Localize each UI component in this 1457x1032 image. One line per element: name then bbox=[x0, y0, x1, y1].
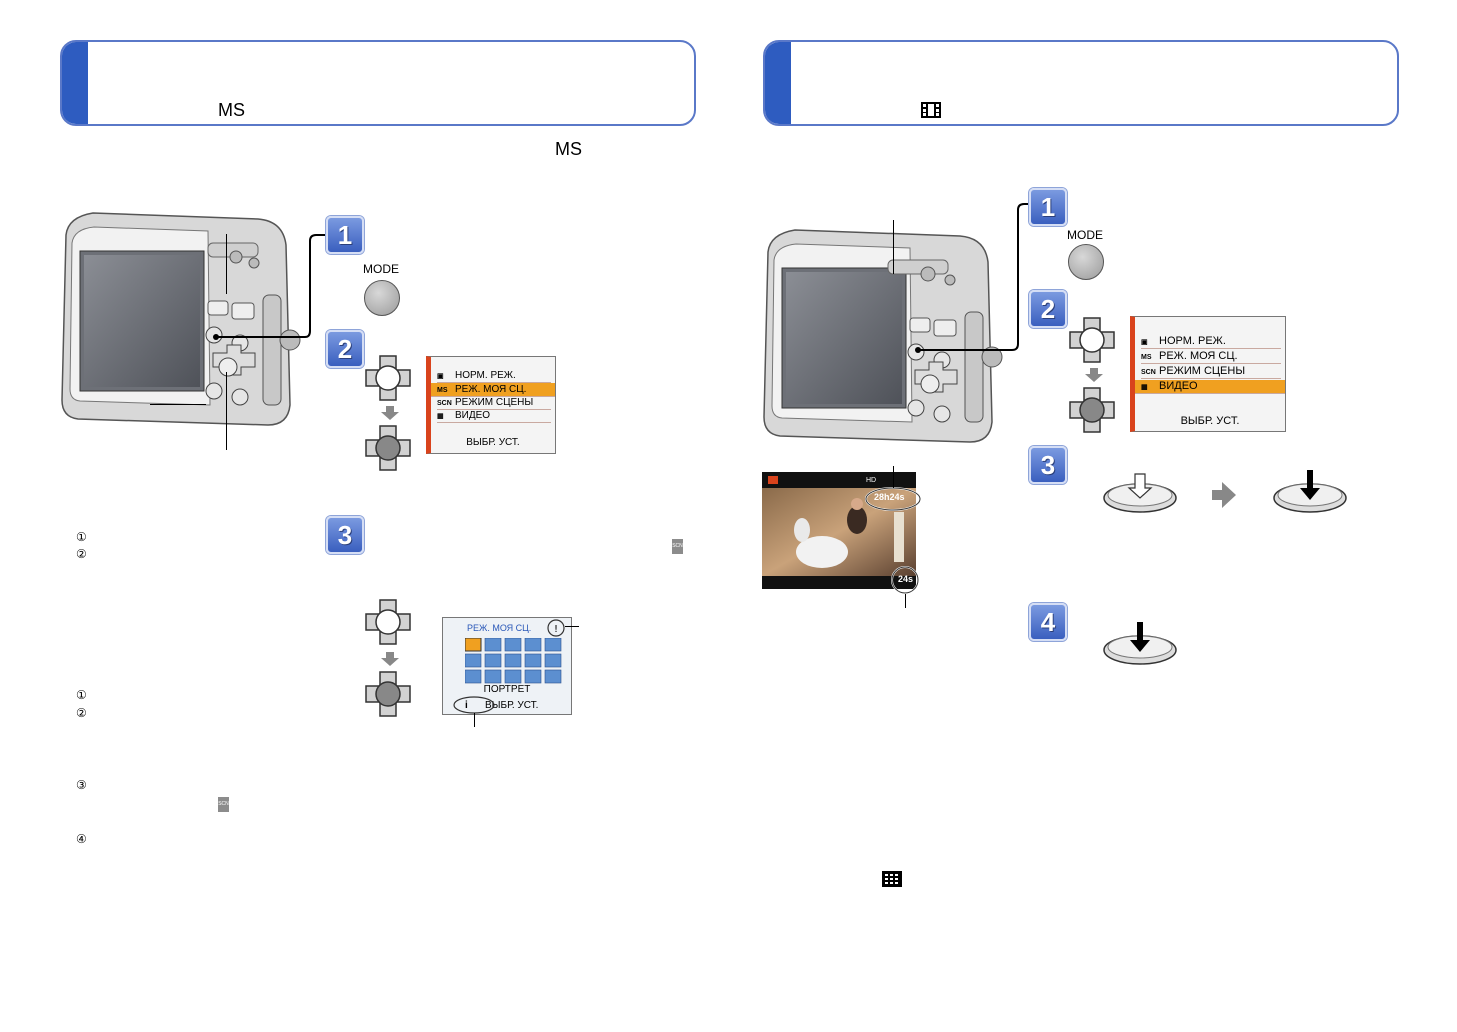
right-title-tab bbox=[765, 42, 791, 124]
leader-line bbox=[565, 626, 579, 627]
step-4-badge: 4 bbox=[1029, 603, 1067, 641]
left-title-box: MS bbox=[60, 40, 696, 126]
camera-back-illustration bbox=[763, 229, 1003, 443]
mode-label: MODE bbox=[363, 262, 399, 276]
mode-button[interactable] bbox=[1068, 244, 1104, 280]
menu-item[interactable]: ▣НОРМ. РЕЖ. bbox=[1141, 335, 1281, 349]
leader-line bbox=[893, 220, 894, 274]
circled-number: ① bbox=[76, 530, 87, 544]
dpad-up-down-icon bbox=[365, 355, 411, 401]
menu-item-selected[interactable]: ▦ВИДЕО bbox=[1135, 380, 1285, 394]
menu-footer: ВЫБР. УСТ. bbox=[466, 437, 520, 448]
dpad-set-icon bbox=[1069, 387, 1115, 433]
scene-caption: ПОРТРЕТ bbox=[483, 684, 531, 695]
scn-icon: SCN bbox=[218, 797, 229, 812]
leader-line bbox=[905, 594, 906, 608]
arrow-down-icon bbox=[381, 406, 399, 420]
scene-icon-grid bbox=[464, 637, 563, 684]
remaining-time: 28h24s bbox=[874, 492, 905, 502]
highlight-circle: ! bbox=[547, 619, 565, 637]
dpad-up-down-icon bbox=[365, 599, 411, 645]
scene-footer: ВЫБР. УСТ. bbox=[485, 700, 539, 711]
dpad-set-icon bbox=[365, 425, 411, 471]
camera-icon: ▣ bbox=[1141, 339, 1148, 346]
circled-number: ④ bbox=[76, 832, 87, 846]
step-3-badge: 3 bbox=[1029, 446, 1067, 484]
ms-mode-icon: MS bbox=[218, 100, 245, 120]
ms-mode-icon-intro: MS bbox=[555, 139, 582, 159]
info-icon: i bbox=[465, 700, 468, 711]
camera-icon: ▣ bbox=[437, 373, 444, 380]
highlight-circle bbox=[891, 566, 919, 594]
film-icon: ▦ bbox=[437, 413, 444, 420]
right-title-box bbox=[763, 40, 1399, 126]
shutter-half-press-icon bbox=[1103, 473, 1177, 513]
step-1-badge: 1 bbox=[326, 216, 364, 254]
shutter-full-press-icon bbox=[1103, 622, 1177, 665]
dpad-up-down-icon bbox=[1069, 317, 1115, 363]
grid-menu-icon bbox=[882, 871, 902, 887]
step-3-badge: 3 bbox=[326, 516, 364, 554]
arrow-down-icon bbox=[381, 652, 399, 666]
arrow-right-icon bbox=[1212, 482, 1236, 508]
connector-line bbox=[213, 234, 334, 340]
scene-menu-header: РЕЖ. МОЯ СЦ. bbox=[467, 623, 532, 633]
scn-icon: SCN bbox=[672, 539, 683, 554]
circled-number: ③ bbox=[76, 778, 87, 792]
circled-number: ② bbox=[76, 547, 87, 561]
menu-item[interactable]: ▣НОРМ. РЕЖ. bbox=[437, 369, 551, 383]
step-1-badge: 1 bbox=[1029, 188, 1067, 226]
step-2-badge: 2 bbox=[326, 330, 364, 368]
arrow-down-icon bbox=[1085, 368, 1103, 382]
film-icon bbox=[921, 102, 941, 118]
circled-number: ① bbox=[76, 688, 87, 702]
mode-button[interactable] bbox=[364, 280, 400, 316]
menu-item[interactable]: ▦ВИДЕО bbox=[437, 409, 551, 423]
dpad-set-icon bbox=[365, 671, 411, 717]
lcd-recording-preview: HD 28h24s 24s bbox=[762, 472, 916, 589]
svg-text:!: ! bbox=[554, 624, 558, 635]
highlight-ellipse bbox=[865, 487, 921, 511]
camera-back-illustration bbox=[61, 212, 301, 426]
connector-line bbox=[915, 203, 1036, 353]
leader-line bbox=[226, 234, 227, 294]
menu-footer: ВЫБР. УСТ. bbox=[1180, 415, 1240, 427]
left-title-tab bbox=[62, 42, 88, 124]
mode-label: MODE bbox=[1067, 228, 1103, 242]
leader-line bbox=[474, 713, 475, 727]
shutter-full-press-icon bbox=[1273, 470, 1347, 513]
film-icon: ▦ bbox=[1141, 384, 1148, 391]
hd-indicator: HD bbox=[866, 477, 877, 484]
leader-line bbox=[893, 466, 894, 488]
elapsed-time: 24s bbox=[898, 574, 914, 584]
leader-line bbox=[226, 372, 227, 450]
highlight-ellipse bbox=[453, 696, 495, 714]
step-2-badge: 2 bbox=[1029, 290, 1067, 328]
circled-number: ② bbox=[76, 706, 87, 720]
leader-line bbox=[150, 404, 206, 405]
